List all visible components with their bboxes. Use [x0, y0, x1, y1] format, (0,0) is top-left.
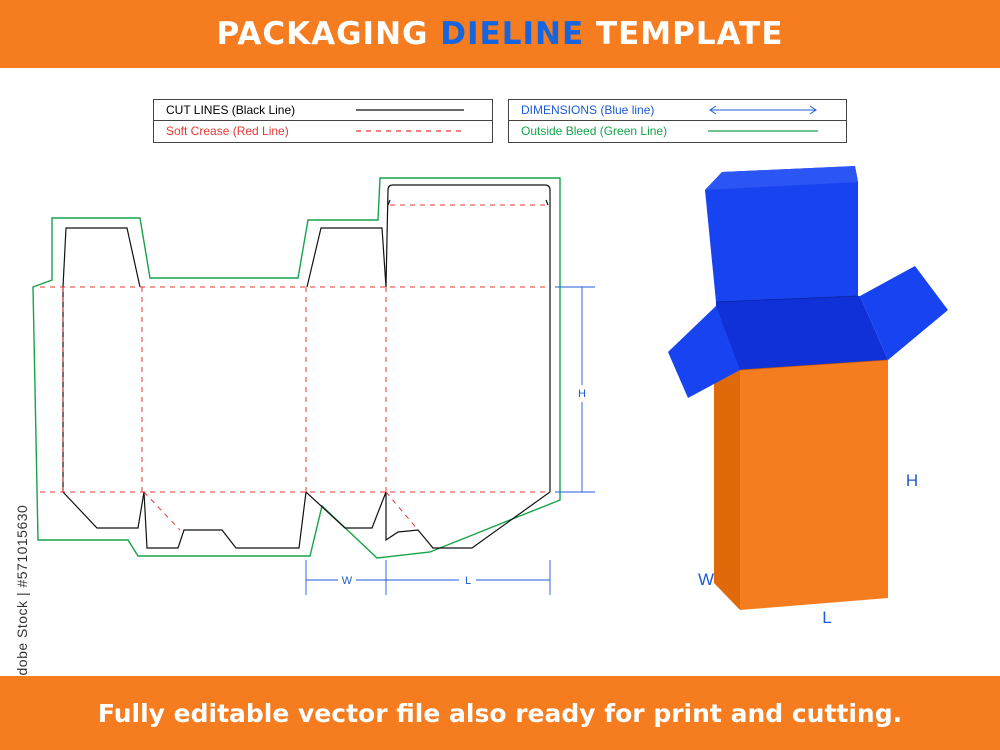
footer-text: Fully editable vector file also ready fo… [97, 698, 903, 728]
box-label-w: W [698, 570, 714, 589]
box-side-face [714, 370, 740, 610]
dimension-line-sample [709, 105, 817, 115]
box-3d-illustration [668, 166, 948, 610]
box-lid-flap [705, 166, 858, 302]
box-label-h: H [906, 471, 918, 490]
legend-row-cut: CUT LINES (Black Line) [154, 100, 492, 121]
legend-row-dimensions: DIMENSIONS (Blue line) [509, 100, 846, 121]
box-right-dust-flap [860, 266, 948, 360]
bleed-line-sample [708, 130, 818, 132]
cut-tuck-lines [387, 199, 549, 206]
legend-cut-label: CUT LINES (Black Line) [166, 103, 296, 117]
box-inner-back [714, 296, 888, 378]
box-front-face [740, 360, 888, 610]
legend-dimensions-label: DIMENSIONS (Blue line) [521, 103, 655, 117]
stock-credit: Adobe Stock | #571015630 [12, 505, 32, 686]
legend-row-bleed: Outside Bleed (Green Line) [509, 121, 846, 141]
dimension-lines [305, 286, 595, 595]
legend-bleed-label: Outside Bleed (Green Line) [521, 124, 668, 138]
dieline-label-h: H [578, 388, 586, 400]
box-label-l: L [822, 608, 831, 627]
dieline-label-w: W [342, 575, 353, 587]
dieline-label-l: L [465, 575, 471, 587]
legend-crease-label: Soft Crease (Red Line) [166, 124, 289, 138]
title-part-3: TEMPLATE [595, 16, 784, 52]
title-part-2: DIELINE [440, 16, 585, 52]
box-left-dust-flap [668, 306, 740, 398]
legend-row-crease: Soft Crease (Red Line) [154, 121, 492, 141]
header-banner: PACKAGING DIELINE TEMPLATE [0, 0, 1000, 68]
bleed-outline [32, 177, 561, 559]
cut-outline [62, 184, 551, 549]
stock-credit-text: Adobe Stock | #571015630 [14, 504, 30, 686]
box-lid-top-edge [705, 166, 858, 190]
crease-lines [40, 204, 550, 531]
page-title: PACKAGING DIELINE TEMPLATE [216, 16, 783, 52]
footer-banner: Fully editable vector file also ready fo… [0, 676, 1000, 750]
cut-line-sample [356, 109, 464, 111]
legend-box-right: DIMENSIONS (Blue line) Outside Bleed (Gr… [508, 99, 847, 143]
crease-line-sample [356, 130, 464, 132]
title-part-1: PACKAGING [216, 16, 429, 52]
legend-box-left: CUT LINES (Black Line) Soft Crease (Red … [153, 99, 493, 143]
